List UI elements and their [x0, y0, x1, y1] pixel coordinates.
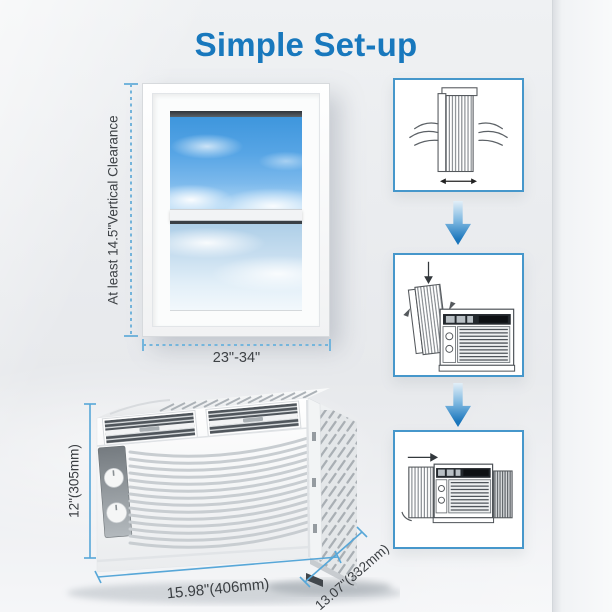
stretch-accordion-side-panel-illustration — [409, 87, 508, 185]
down-arrow-icon — [445, 383, 471, 427]
lower-sash-glass-sky — [170, 224, 302, 310]
down-arrow-icon — [445, 201, 471, 245]
dimension-line-cap — [124, 83, 138, 85]
clip-arrow-icon — [403, 308, 411, 317]
ac-unit-line-drawing — [432, 463, 495, 524]
window-inner-frame — [152, 93, 320, 327]
stretch-width-arrow-icon — [440, 178, 477, 185]
lower-sash-rail — [170, 221, 302, 225]
unit-with-panels-extended-illustration — [401, 452, 513, 524]
window-illustration — [142, 83, 330, 337]
dimension-line-cap — [329, 339, 331, 351]
ac-unit-photo — [67, 388, 400, 604]
upper-sash-glass-sky — [170, 116, 302, 209]
ac-side-vents — [318, 410, 357, 580]
wall-corner-panel — [552, 0, 612, 612]
upper-sash-rail — [170, 111, 302, 117]
dimension-line-cap — [142, 339, 144, 351]
step-box-1 — [393, 78, 524, 192]
insert-down-arrow-icon — [424, 261, 433, 285]
dimension-line-cap — [124, 335, 138, 337]
vertical-clearance-dimension-line — [130, 84, 132, 336]
page-title: Simple Set-up — [194, 26, 418, 63]
window-width-label: 23"-34" — [212, 350, 261, 366]
photo-dimension-lines — [84, 403, 368, 588]
left-hand-icon — [409, 122, 439, 146]
slide-right-arrow-icon — [407, 452, 439, 462]
fan-speed-knob — [106, 502, 128, 524]
window-check-rail — [170, 208, 302, 222]
window-width-dimension-line — [143, 344, 330, 346]
clip-arrow-icon — [448, 301, 456, 311]
step-box-3 — [393, 430, 524, 549]
mount-bracket — [401, 511, 412, 522]
attach-side-panel-to-unit-illustration — [403, 261, 516, 372]
ac-front-vents — [101, 400, 302, 447]
ac-height-dimension-label: 12"(305mm) — [66, 444, 82, 518]
ac-front-louvers — [128, 436, 310, 549]
ac-control-panel — [97, 445, 133, 538]
step-box-2 — [393, 253, 524, 377]
thermostat-knob — [103, 467, 124, 488]
window-sill — [170, 309, 302, 311]
vertical-clearance-label: At least 14.5"Vertical Clearance — [105, 115, 121, 305]
ac-top-vents — [159, 390, 318, 412]
ac-unit-line-drawing — [438, 308, 516, 372]
right-hand-icon — [478, 122, 508, 146]
